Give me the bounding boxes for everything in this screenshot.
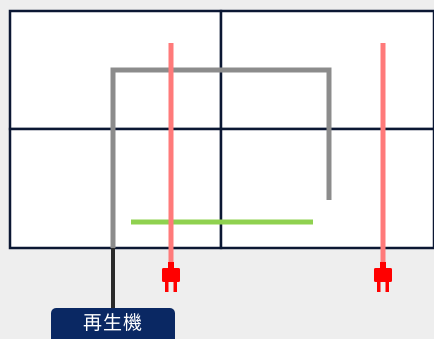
display-wall xyxy=(8,9,434,250)
power-plug-icon xyxy=(374,262,392,292)
player-label: 再生機 xyxy=(51,308,175,339)
signal-cable xyxy=(110,67,332,248)
power-plug-icon xyxy=(162,262,180,292)
